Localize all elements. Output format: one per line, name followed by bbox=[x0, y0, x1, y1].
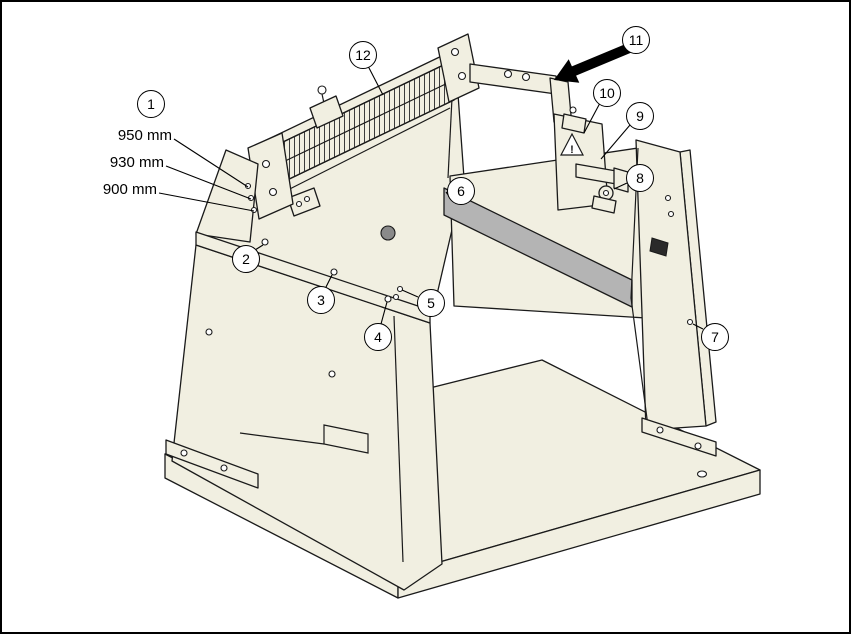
hole-900mm bbox=[250, 206, 258, 214]
callout-12: 12 bbox=[349, 41, 377, 69]
callout-5: 5 bbox=[417, 289, 445, 317]
callout-11: 11 bbox=[622, 26, 650, 54]
warning-triangle-icon bbox=[560, 132, 584, 156]
left-column bbox=[195, 149, 259, 243]
arm-assembly: ! bbox=[469, 63, 629, 214]
leader-lines bbox=[158, 65, 704, 330]
callout-3: 3 bbox=[307, 286, 335, 314]
callout-2: 2 bbox=[232, 245, 260, 273]
dimension-label-950mm: 950 mm bbox=[117, 127, 172, 144]
dimension-label-930mm: 930 mm bbox=[109, 154, 164, 171]
right-side-plate bbox=[630, 139, 717, 457]
rail-right-bracket bbox=[437, 33, 480, 103]
callout-6: 6 bbox=[447, 177, 475, 205]
callout-9: 9 bbox=[626, 102, 654, 130]
cable-grommet bbox=[380, 225, 396, 241]
connector-plate bbox=[649, 237, 669, 257]
warning-symbol: ! bbox=[570, 144, 574, 156]
name-plate bbox=[323, 424, 369, 454]
cross-rail bbox=[247, 33, 480, 220]
direction-arrow-icon bbox=[554, 41, 637, 83]
dimension-label-900mm: 900 mm bbox=[102, 181, 157, 198]
left-foot bbox=[165, 439, 259, 489]
callout-7: 7 bbox=[701, 323, 729, 351]
callout-8: 8 bbox=[626, 164, 654, 192]
rear-wall-left bbox=[197, 93, 465, 317]
callout-4: 4 bbox=[364, 323, 392, 351]
rail-clamp bbox=[309, 85, 344, 129]
callout-1: 1 bbox=[137, 90, 165, 118]
callout-10: 10 bbox=[593, 79, 621, 107]
